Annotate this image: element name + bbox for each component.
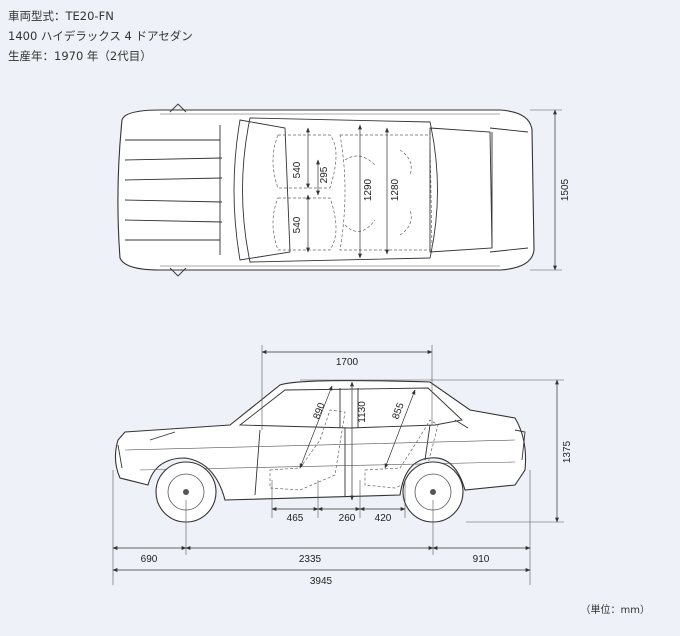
top-dimensions: 540 540 295 1290 1280 1505	[292, 109, 571, 271]
side-windows	[238, 387, 463, 429]
interior-length-label: 1700	[336, 357, 359, 368]
side-dimensions: 1700 890 1130 855 1375 465 260	[112, 345, 573, 587]
rear-seat-depth-label: 540	[292, 216, 303, 233]
top-rear-seat	[339, 134, 433, 251]
top-body-outline	[117, 109, 535, 271]
vehicle-model: 車両型式：TE20-FN	[8, 9, 114, 23]
interior-height-label: 1130	[357, 401, 368, 423]
production-year: 生産年：1970 年（2代目）	[8, 49, 152, 63]
overall-width-label: 1505	[560, 178, 571, 201]
rear-legroom-label: 420	[375, 513, 392, 524]
seat-spacing-label: 260	[339, 513, 356, 524]
top-roof	[242, 117, 438, 263]
header: 車両型式：TE20-FN 1400 ハイデラックス 4 ドアセダン 生産年：19…	[8, 6, 193, 66]
top-view: 540 540 295 1290 1280 1505	[117, 103, 571, 277]
wheelbase-label: 2335	[299, 554, 322, 565]
rear-overhang-label: 910	[473, 554, 490, 565]
top-front-seat-left	[272, 134, 337, 189]
overall-height-label: 1375	[562, 440, 573, 463]
front-legroom-label: 465	[287, 513, 304, 524]
top-front-seat-right	[272, 197, 337, 251]
interior-width-front-label: 1290	[363, 178, 374, 201]
front-wheel	[155, 461, 217, 523]
vehicle-grade: 1400 ハイデラックス 4 ドアセダン	[8, 29, 193, 43]
side-view: 1700 890 1130 855 1375 465 260	[112, 345, 573, 587]
unit-label: （単位：mm）	[580, 605, 650, 616]
overall-length-label: 3945	[310, 576, 333, 587]
interior-width-rear-label: 1280	[390, 178, 401, 201]
seat-gap-label: 295	[319, 166, 330, 183]
front-seat-depth-label: 540	[292, 161, 303, 178]
top-windshield	[233, 119, 291, 261]
front-overhang-label: 690	[141, 554, 158, 565]
